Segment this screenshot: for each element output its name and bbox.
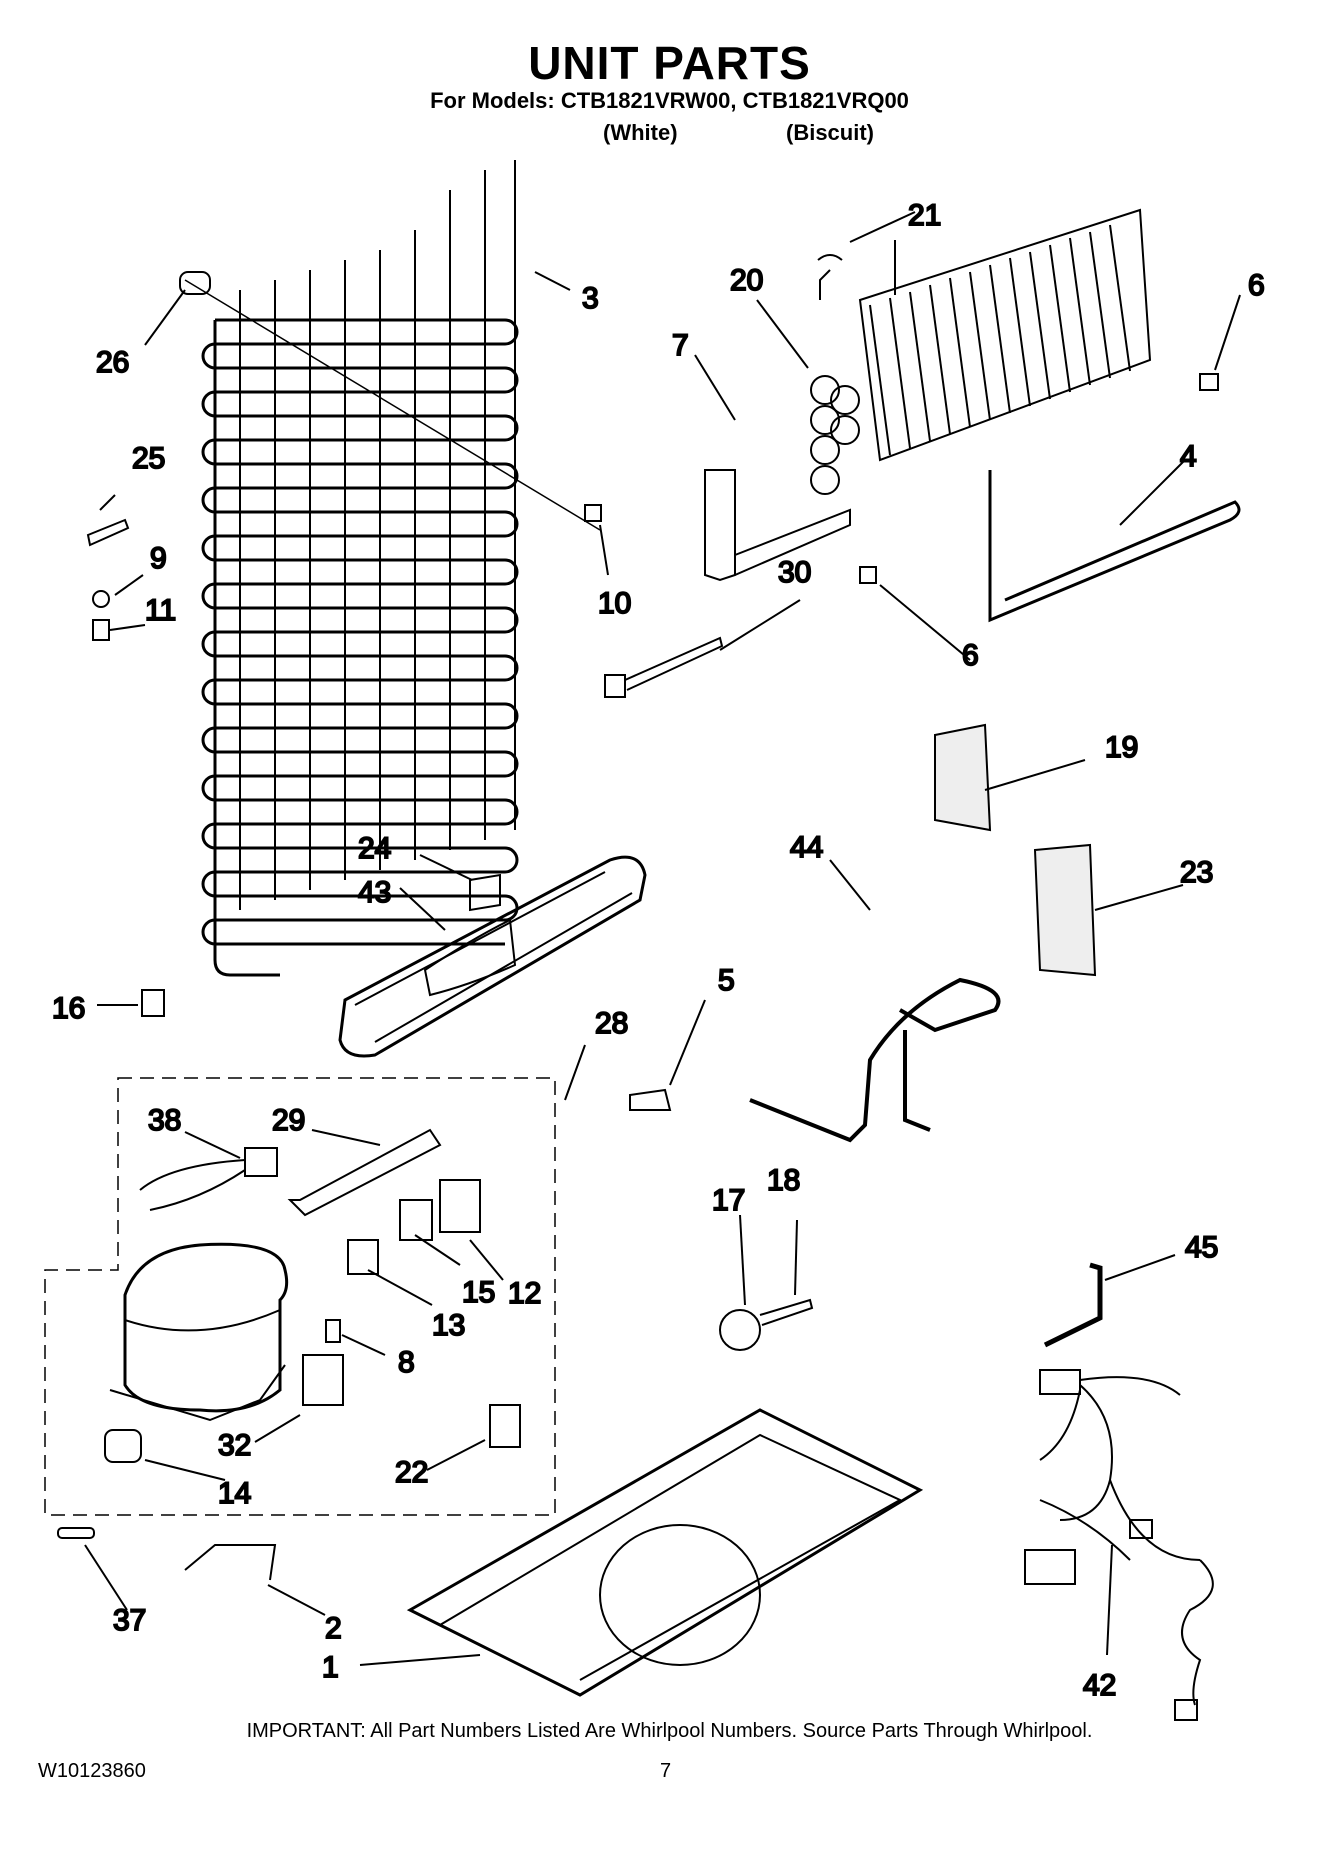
- callout-45: 45: [1185, 1231, 1218, 1264]
- document-number: W10123860: [38, 1760, 146, 1782]
- suction-line: [749, 977, 1001, 1143]
- callout-15: 15: [462, 1276, 495, 1309]
- callout-14: 14: [218, 1477, 251, 1510]
- callout-44: 44: [790, 831, 823, 864]
- callout-4: 4: [1180, 440, 1197, 473]
- callout-11: 11: [145, 594, 176, 627]
- callout-32: 32: [218, 1429, 251, 1462]
- defrost-heater: [988, 470, 1241, 623]
- callout-19: 19: [1105, 731, 1138, 764]
- callout-6b: 6: [962, 639, 979, 672]
- callout-9: 9: [150, 542, 167, 575]
- callout-37: 37: [113, 1604, 146, 1637]
- tube-45: [1043, 1262, 1103, 1348]
- callout-2: 2: [325, 1612, 342, 1645]
- isolator-grommet: [719, 1309, 761, 1351]
- callout-38: 38: [148, 1104, 181, 1137]
- callout-18: 18: [767, 1164, 800, 1197]
- callout-26: 26: [96, 346, 129, 379]
- condenser-coil: [184, 160, 601, 977]
- callout-12: 12: [508, 1277, 541, 1310]
- callout-43: 43: [358, 876, 391, 909]
- callout-3: 3: [582, 282, 599, 315]
- compressor-kit-boundary: [44, 1077, 556, 1516]
- callout-25: 25: [132, 442, 165, 475]
- grommet: [629, 1088, 672, 1111]
- compressor-base-pan: [406, 1408, 924, 1697]
- callout-leaders: [84, 211, 1241, 1666]
- page-number: 7: [660, 1760, 672, 1782]
- variant-white-label: (White): [603, 120, 678, 145]
- cable-tie: [604, 636, 724, 698]
- start-relay-components: [139, 1128, 521, 1448]
- fasteners: [57, 271, 1219, 1539]
- clip-21: [817, 254, 843, 261]
- callout-5: 5: [718, 964, 735, 997]
- callout-16: 16: [52, 992, 85, 1025]
- bolt-18: [759, 1298, 814, 1326]
- callout-29: 29: [272, 1104, 305, 1137]
- evaporator-bracket: [704, 469, 851, 582]
- rail-bracket: [184, 1544, 277, 1581]
- callout-42: 42: [1083, 1669, 1116, 1702]
- insulation-seal-19: [934, 723, 992, 832]
- callout-28: 28: [595, 1007, 628, 1040]
- callout-13: 13: [432, 1309, 465, 1342]
- page-title: UNIT PARTS: [528, 37, 811, 89]
- compressor: [104, 1242, 289, 1463]
- callout-22: 22: [395, 1456, 428, 1489]
- callout-21: 21: [908, 199, 941, 232]
- variant-biscuit-label: (Biscuit): [786, 120, 874, 145]
- callout-23: 23: [1180, 856, 1213, 889]
- drain-pan: [338, 855, 647, 1058]
- callout-10: 10: [598, 587, 631, 620]
- callout-7: 7: [672, 329, 689, 362]
- insulation-seal-23: [1033, 843, 1097, 977]
- callout-30: 30: [778, 556, 811, 589]
- evaporator-coil: [810, 208, 1152, 495]
- models-line: For Models: CTB1821VRW00, CTB1821VRQ00: [430, 88, 909, 113]
- callout-1: 1: [322, 1651, 339, 1684]
- wire-harness: [1024, 1369, 1214, 1721]
- footer-note: IMPORTANT: All Part Numbers Listed Are W…: [246, 1720, 1093, 1742]
- callout-17: 17: [712, 1184, 745, 1217]
- callout-24: 24: [358, 832, 391, 865]
- callout-8: 8: [398, 1346, 415, 1379]
- callout-6a: 6: [1248, 269, 1265, 302]
- callout-20: 20: [730, 264, 763, 297]
